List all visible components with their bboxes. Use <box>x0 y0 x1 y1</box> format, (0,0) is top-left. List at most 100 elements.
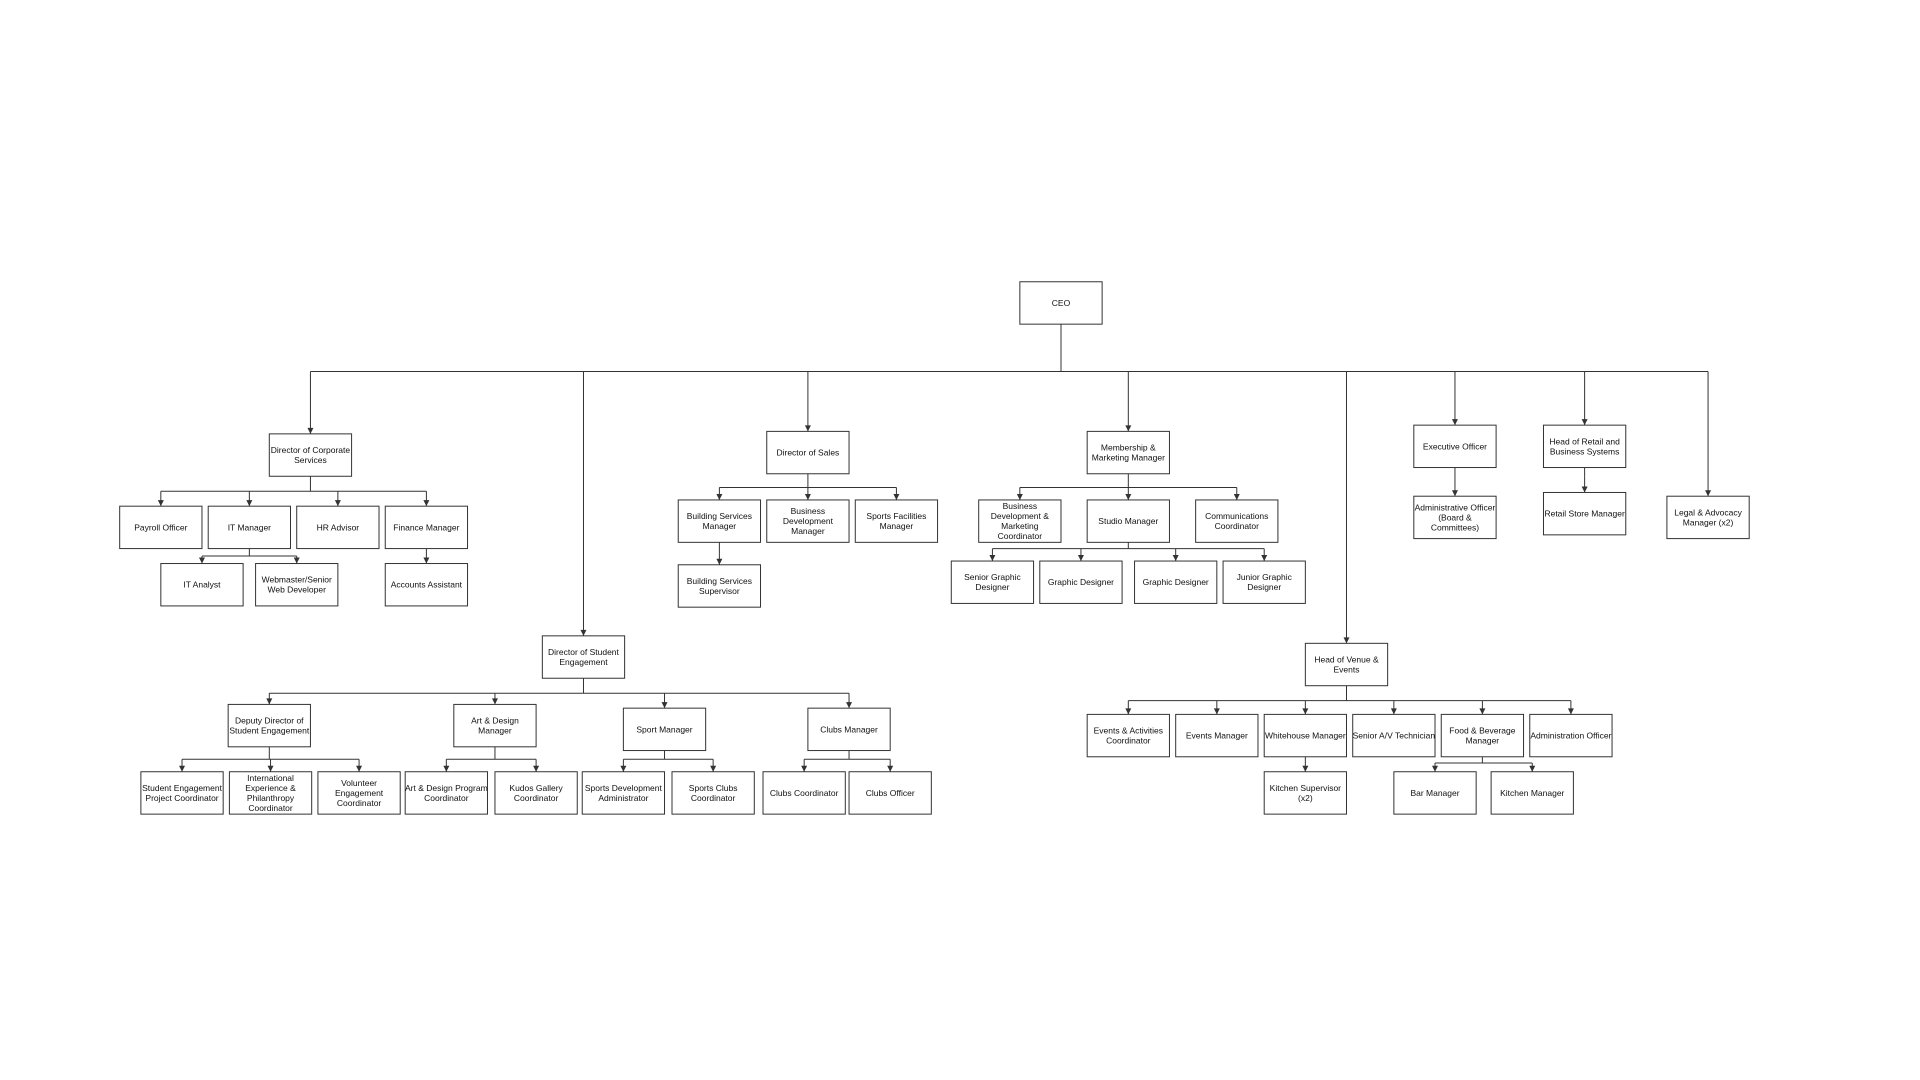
arrow-icon <box>423 557 430 564</box>
org-node-box <box>1542 424 1627 469</box>
org-node-label: Bar Manager <box>1410 788 1459 798</box>
org-node-box <box>119 505 203 550</box>
org-node-savt: Senior A/V Technician <box>1352 713 1436 758</box>
org-node-aobc: Administrative Officer(Board &Committees… <box>1413 495 1497 540</box>
org-node-box <box>1086 499 1170 543</box>
org-node-label: IT Analyst <box>183 580 221 590</box>
org-node-box <box>384 563 469 607</box>
arrow-icon <box>1016 493 1023 500</box>
org-node-box <box>807 707 891 752</box>
org-node-ita: IT Analyst <box>160 563 244 607</box>
org-node-box <box>207 505 291 550</box>
org-node-box <box>1393 771 1477 815</box>
arrow-icon <box>1343 637 1350 644</box>
org-node-label: Senior A/V Technician <box>1353 731 1436 741</box>
arrow-icon <box>893 493 900 500</box>
org-node-box <box>1440 713 1525 758</box>
org-node-box <box>1039 560 1123 604</box>
org-node-box <box>160 563 244 607</box>
org-node-label: Retail Store Manager <box>1544 509 1624 519</box>
arrow-icon <box>716 558 723 565</box>
org-node-hve: Head of Venue &Events <box>1304 642 1389 687</box>
org-node-fin: Finance Manager <box>384 505 469 550</box>
org-node-box <box>848 771 932 815</box>
org-node-label: Kitchen Manager <box>1500 788 1564 798</box>
org-node-itm: IT Manager <box>207 505 291 550</box>
org-node-rsm: Retail Store Manager <box>1542 491 1627 536</box>
arrow-icon <box>267 765 274 772</box>
org-node-box <box>404 771 488 815</box>
org-node-box <box>766 430 850 475</box>
org-node-box <box>1134 560 1218 604</box>
org-node-label: HR Advisor <box>317 522 360 532</box>
org-node-box <box>227 703 311 748</box>
org-node-box <box>978 499 1062 543</box>
org-node-label: Membership &Marketing Manager <box>1092 443 1165 463</box>
arrow-icon <box>1125 708 1132 715</box>
org-node-label: Events Manager <box>1186 731 1248 741</box>
arrow-icon <box>1451 490 1458 497</box>
arrow-icon <box>716 493 723 500</box>
arrow-icon <box>443 765 450 772</box>
org-node-clo: Clubs Officer <box>848 771 932 815</box>
org-node-box <box>1529 713 1613 758</box>
org-node-box <box>762 771 846 815</box>
arrow-icon <box>989 555 996 562</box>
org-node-label: Sport Manager <box>636 724 692 734</box>
arrow-icon <box>580 629 587 636</box>
org-node-box <box>671 771 755 815</box>
arrow-icon <box>1581 419 1588 426</box>
org-node-stm: Studio Manager <box>1086 499 1170 543</box>
org-node-label: Accounts Assistant <box>391 580 463 590</box>
arrow-icon <box>1567 708 1574 715</box>
org-node-label: Finance Manager <box>393 522 459 532</box>
org-node-box <box>1304 642 1389 687</box>
org-node-label: CEO <box>1052 298 1071 308</box>
org-node-spm: Sport Manager <box>622 707 707 752</box>
org-node-ceo: CEO <box>1019 281 1103 325</box>
org-node-label: Graphic Designer <box>1048 577 1114 587</box>
org-node-label: Executive Officer <box>1423 441 1487 451</box>
org-node-box <box>453 703 537 748</box>
org-node-box <box>296 505 380 550</box>
arrow-icon <box>491 698 498 705</box>
org-node-label: Kitchen Supervisor(x2) <box>1270 783 1342 803</box>
arrow-icon <box>661 702 668 709</box>
org-node-label: Administration Officer <box>1530 731 1611 741</box>
arrow-icon <box>1451 419 1458 426</box>
org-node-clc: Clubs Coordinator <box>762 771 846 815</box>
arrow-icon <box>293 557 300 564</box>
org-node-box <box>1263 771 1347 815</box>
org-node-box <box>384 505 469 550</box>
org-node-label: Clubs Coordinator <box>770 788 839 798</box>
arrow-icon <box>887 765 894 772</box>
